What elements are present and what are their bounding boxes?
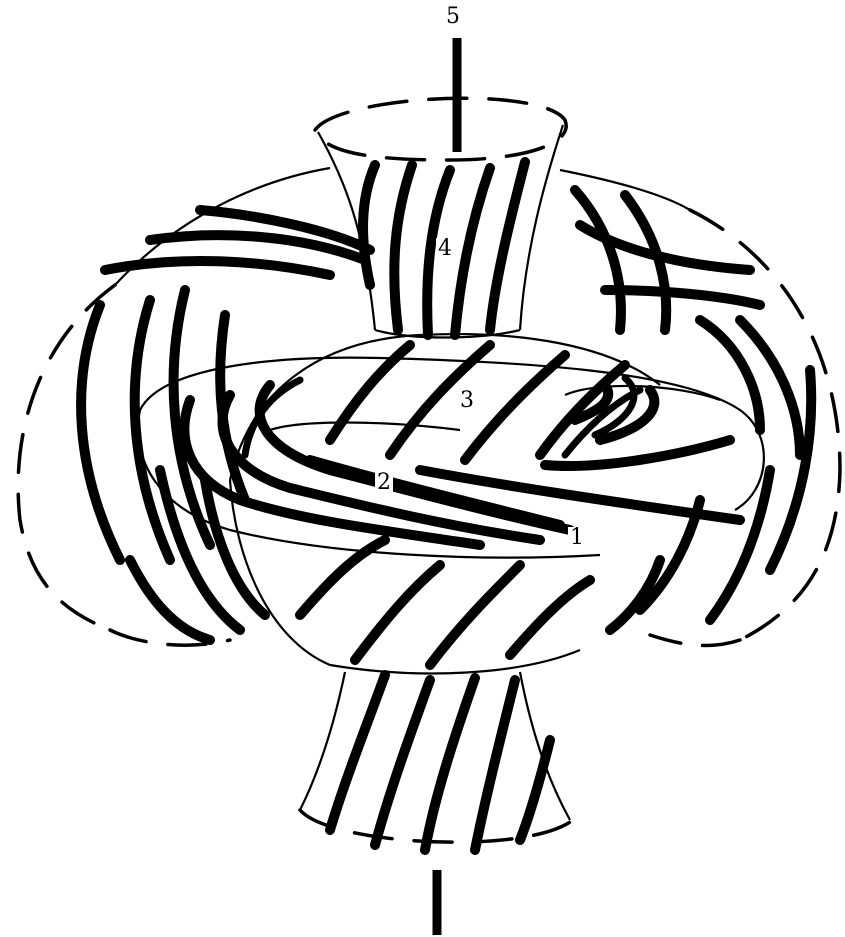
- label-3: 3: [458, 390, 476, 412]
- top-hyperboloid-rim: [315, 98, 566, 160]
- top-hyperboloid: [315, 98, 566, 337]
- bottom-hyperboloid: [300, 672, 570, 850]
- label-5: 5: [446, 6, 460, 28]
- label-2: 2: [375, 472, 393, 494]
- label-4: 4: [436, 238, 454, 260]
- label-1: 1: [568, 527, 586, 549]
